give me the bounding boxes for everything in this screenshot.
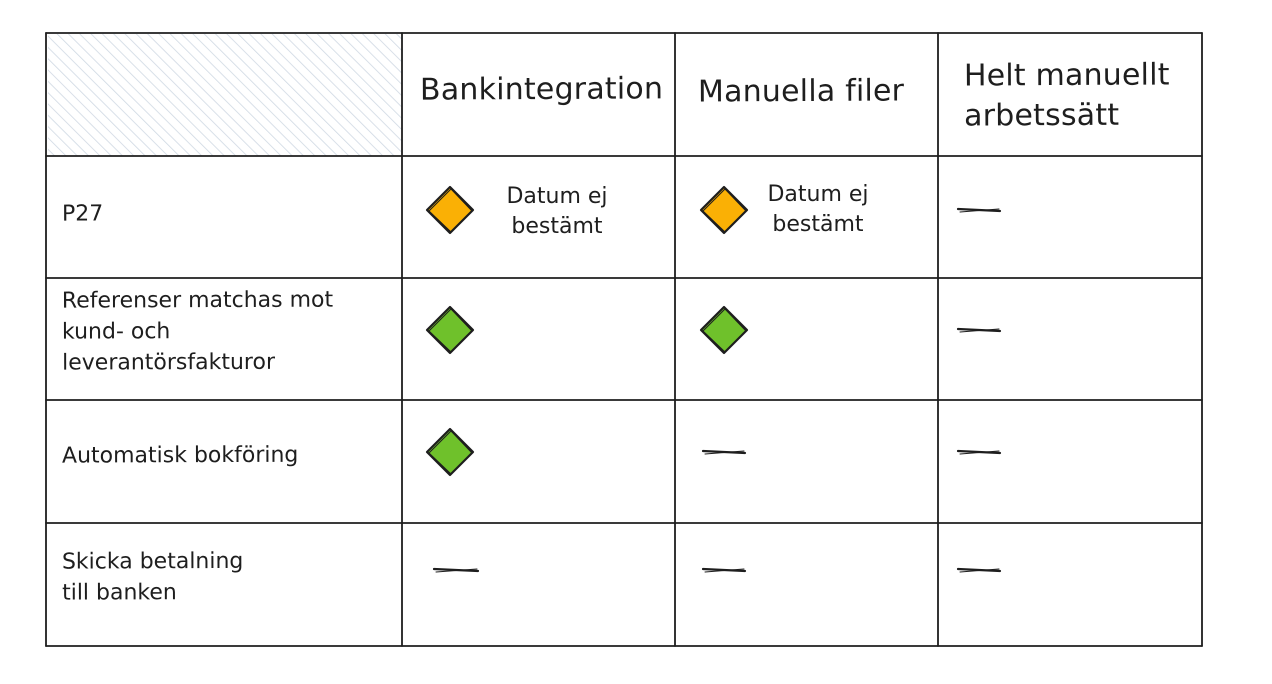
none-dash-sketch-manuella-filer-row4 — [704, 568, 745, 573]
green-diamond-sketch-bankintegration-row3 — [428, 430, 473, 475]
none-dash-manuella-filer-row3 — [701, 449, 747, 455]
row-label-referenser: Referenser matchas mot kund- och leveran… — [61, 287, 334, 376]
corner-hatched-cell — [48, 34, 402, 156]
none-dash-bankintegration-row4 — [432, 567, 480, 573]
none-dash-sketch-manuella-filer-row3 — [704, 450, 745, 455]
grid-lines — [45, 32, 1203, 647]
green-diamond-bankintegration-row3 — [425, 427, 475, 477]
none-dash-helt-manuellt-row3 — [956, 449, 1002, 455]
none-dash-sketch-bankintegration-row4 — [435, 568, 478, 573]
row-label-p27: P27 — [61, 201, 104, 227]
green-diamond-sketch-manuella-filer-row2 — [702, 308, 747, 353]
row-label-betalning: Skicka betalning till banken — [61, 548, 244, 606]
none-dash-sketch-helt-manuellt-row1 — [959, 208, 1000, 213]
none-dash-helt-manuellt-row2 — [956, 327, 1002, 333]
green-diamond-bankintegration-row2 — [425, 305, 475, 355]
orange-diamond-sketch-manuella-filer-row1 — [702, 188, 747, 233]
none-dash-sketch-helt-manuellt-row4 — [959, 568, 1000, 573]
column-header-manuella-filer: Manuella filer — [697, 73, 905, 110]
column-header-bankintegration: Bankintegration — [419, 71, 664, 108]
row-label-bokforing: Automatisk bokföring — [61, 442, 299, 469]
green-diamond-manuella-filer-row2 — [699, 305, 749, 355]
orange-diamond-bankintegration-row1 — [425, 185, 475, 235]
column-header-helt-manuellt: Helt manuellt arbetssätt — [963, 57, 1170, 134]
none-dash-sketch-helt-manuellt-row3 — [959, 450, 1000, 455]
orange-diamond-manuella-filer-row1 — [699, 185, 749, 235]
none-dash-manuella-filer-row4 — [701, 567, 747, 573]
note-p27-manuella-filer: Datum ej bestämt — [767, 182, 869, 237]
none-dash-helt-manuellt-row1 — [956, 207, 1002, 213]
none-dash-sketch-helt-manuellt-row2 — [959, 328, 1000, 333]
green-diamond-sketch-bankintegration-row2 — [428, 308, 473, 353]
status-markers — [425, 185, 1002, 573]
note-p27-bankintegration: Datum ej bestämt — [506, 184, 608, 239]
none-dash-helt-manuellt-row4 — [956, 567, 1002, 573]
orange-diamond-sketch-bankintegration-row1 — [428, 188, 473, 233]
